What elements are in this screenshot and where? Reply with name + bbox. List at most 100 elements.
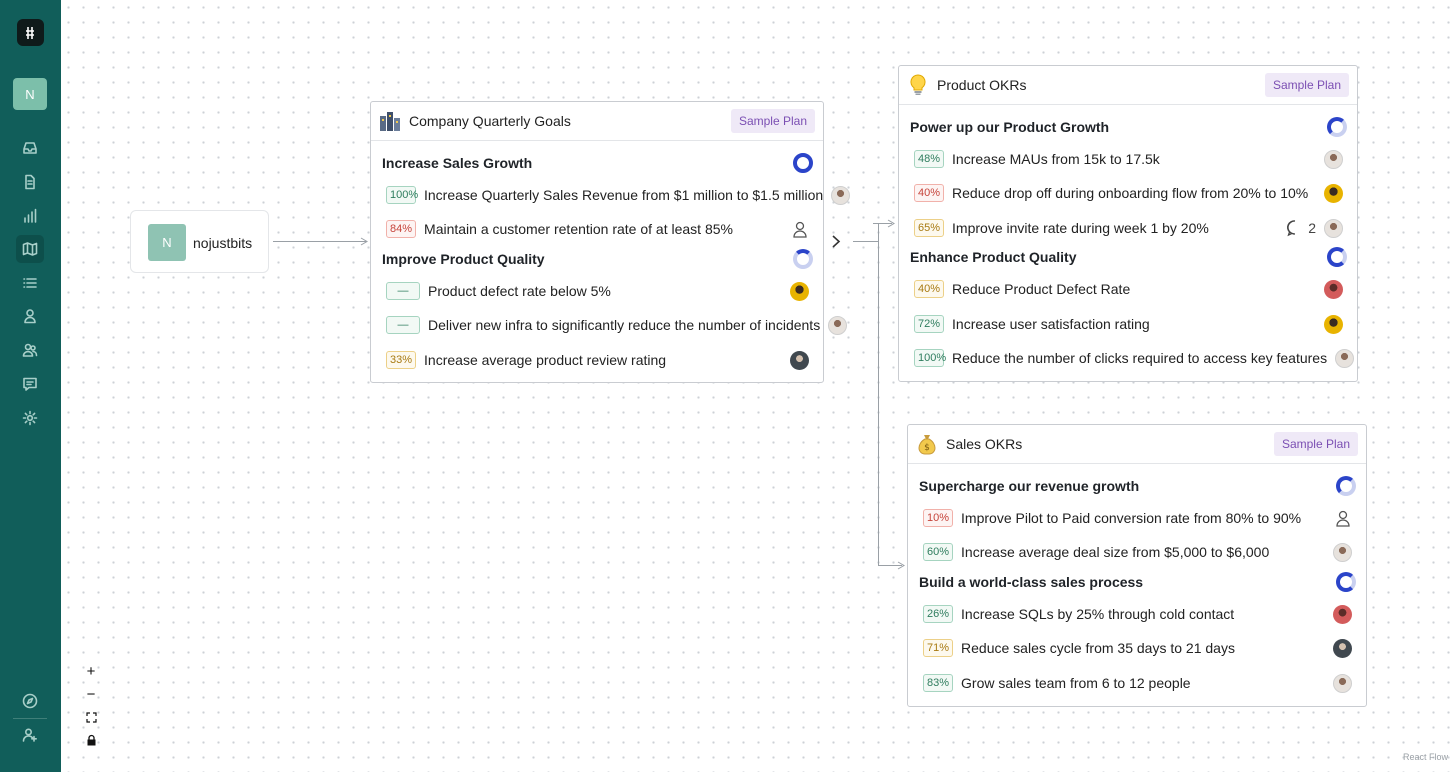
- owner-avatar[interactable]: [1333, 638, 1352, 658]
- edge-arrowhead: [887, 219, 895, 228]
- user-avatar: N: [148, 224, 186, 261]
- sidebar-item-documents[interactable]: [16, 168, 44, 196]
- objective-row[interactable]: Build a world-class sales process: [919, 570, 1356, 594]
- bar-chart-icon: [24, 208, 37, 223]
- key-result-row[interactable]: 40% Reduce Product Defect Rate: [914, 277, 1343, 301]
- product-okrs-card[interactable]: Product OKRs Sample Plan Power up our Pr…: [898, 65, 1358, 382]
- key-result-row[interactable]: 10% Improve Pilot to Paid conversion rat…: [923, 506, 1352, 530]
- key-result-row[interactable]: 83% Grow sales team from 6 to 12 people: [923, 671, 1352, 695]
- key-result-text: Reduce drop off during onboarding flow f…: [952, 185, 1309, 201]
- progress-ring: [1336, 572, 1356, 592]
- unassigned-owner-icon[interactable]: [1333, 509, 1352, 528]
- owner-avatar[interactable]: [1333, 604, 1352, 624]
- sidebar-item-reports[interactable]: [16, 202, 44, 230]
- owner-avatar[interactable]: [1335, 348, 1355, 368]
- progress-ring: [1327, 117, 1347, 137]
- owner-avatar[interactable]: [1324, 149, 1343, 169]
- sidebar-item-explore[interactable]: [16, 687, 44, 715]
- add-user-icon: [22, 728, 37, 742]
- key-result-row[interactable]: 48% Increase MAUs from 15k to 17.5k: [914, 147, 1343, 171]
- owner-avatar[interactable]: [1333, 673, 1352, 693]
- objective-title: Increase Sales Growth: [382, 155, 533, 171]
- sidebar-divider: [13, 718, 47, 719]
- objective-row[interactable]: Improve Product Quality: [382, 247, 813, 271]
- owner-avatar[interactable]: [1324, 218, 1343, 238]
- progress-pill: 10%: [923, 509, 954, 527]
- key-result-row[interactable]: — Product defect rate below 5%: [386, 279, 809, 303]
- unassigned-owner-icon[interactable]: [790, 220, 809, 239]
- workspace-avatar[interactable]: N: [13, 78, 47, 110]
- edge-company-out: [853, 241, 878, 242]
- owner-avatar[interactable]: [1324, 183, 1343, 203]
- key-result-row[interactable]: 100% Reduce the number of clicks require…: [914, 346, 1355, 370]
- owner-avatar[interactable]: [790, 350, 809, 370]
- react-flow-attribution[interactable]: React Flow: [1402, 752, 1448, 762]
- company-goals-card[interactable]: Company Quarterly Goals Sample Plan Incr…: [370, 101, 851, 383]
- zoom-in-button[interactable]: +: [86, 663, 96, 680]
- sample-plan-badge: Sample Plan: [1273, 432, 1358, 456]
- comment-icon: [1287, 220, 1296, 237]
- list-icon: [23, 278, 37, 288]
- key-result-text: Increase average deal size from $5,000 t…: [961, 544, 1270, 560]
- lock-icon: [87, 734, 95, 746]
- key-result-row[interactable]: 71% Reduce sales cycle from 35 days to 2…: [923, 636, 1352, 660]
- key-result-row[interactable]: — Deliver new infra to significantly red…: [386, 313, 848, 337]
- owner-avatar[interactable]: [831, 185, 851, 205]
- key-result-row[interactable]: 84% Maintain a customer retention rate o…: [386, 217, 809, 241]
- objective-row[interactable]: Supercharge our revenue growth: [919, 474, 1356, 498]
- key-result-text: Improve Pilot to Paid conversion rate fr…: [961, 510, 1302, 526]
- sidebar-item-people[interactable]: [16, 336, 44, 364]
- expand-chevron-icon[interactable]: [831, 235, 841, 248]
- app-logo[interactable]: [17, 19, 44, 46]
- owner-avatar[interactable]: [1333, 542, 1352, 562]
- zoom-out-button[interactable]: −: [86, 686, 96, 703]
- key-result-row[interactable]: 60% Increase average deal size from $5,0…: [923, 540, 1352, 564]
- sidebar-item-inbox[interactable]: [16, 134, 44, 162]
- sidebar-item-list[interactable]: [16, 269, 44, 297]
- progress-pill: 100%: [386, 186, 418, 204]
- user-node[interactable]: N nojustbits: [130, 210, 269, 273]
- owner-avatar[interactable]: [1324, 279, 1343, 299]
- card-title: Sales OKRs: [946, 436, 1023, 452]
- lightbulb-icon: [907, 74, 929, 96]
- comments-button[interactable]: 2: [1286, 219, 1316, 237]
- progress-pill: 71%: [923, 639, 954, 657]
- sidebar-item-map[interactable]: [16, 235, 44, 263]
- sidebar-item-settings[interactable]: [16, 404, 44, 432]
- key-result-row[interactable]: 33% Increase average product review rati…: [386, 348, 809, 372]
- lock-button[interactable]: [79, 729, 103, 752]
- progress-pill: 48%: [914, 150, 945, 168]
- key-result-row[interactable]: 100% Increase Quarterly Sales Revenue fr…: [386, 183, 851, 207]
- sidebar-item-person[interactable]: [16, 302, 44, 330]
- edge-user-to-company: [273, 241, 366, 242]
- owner-avatar[interactable]: [790, 281, 809, 301]
- sidebar: N: [0, 0, 61, 772]
- money-bag-icon: $: [916, 433, 938, 455]
- progress-pill: 26%: [923, 605, 954, 623]
- objective-row[interactable]: Increase Sales Growth: [382, 151, 813, 175]
- sidebar-item-invite[interactable]: [16, 721, 44, 749]
- owner-avatar[interactable]: [828, 315, 848, 335]
- objective-row[interactable]: Enhance Product Quality: [910, 245, 1347, 269]
- sidebar-item-chat[interactable]: [16, 370, 44, 398]
- key-result-row[interactable]: 26% Increase SQLs by 25% through cold co…: [923, 602, 1352, 626]
- key-result-row[interactable]: 65% Improve invite rate during week 1 by…: [914, 216, 1343, 240]
- city-icon: [379, 110, 401, 132]
- progress-pill: 72%: [914, 315, 945, 333]
- key-result-text: Improve invite rate during week 1 by 20%: [952, 220, 1209, 236]
- edge-branch-vertical: [878, 223, 879, 566]
- chat-icon: [23, 377, 37, 391]
- sales-okrs-card[interactable]: $ Sales OKRs Sample Plan Supercharge our…: [907, 424, 1367, 707]
- owner-avatar[interactable]: [1324, 314, 1343, 334]
- key-result-text: Increase Quarterly Sales Revenue from $1…: [424, 187, 824, 203]
- objective-row[interactable]: Power up our Product Growth: [910, 115, 1347, 139]
- key-result-row[interactable]: 40% Reduce drop off during onboarding fl…: [914, 181, 1343, 205]
- edge-to-product: [873, 223, 892, 224]
- key-result-text: Grow sales team from 6 to 12 people: [961, 675, 1191, 691]
- fit-view-button[interactable]: [79, 706, 103, 729]
- sample-plan-badge: Sample Plan: [730, 109, 815, 133]
- progress-pill: —: [386, 316, 420, 334]
- key-result-row[interactable]: 72% Increase user satisfaction rating: [914, 312, 1343, 336]
- progress-pill: 100%: [914, 349, 946, 367]
- progress-pill: 83%: [923, 674, 954, 692]
